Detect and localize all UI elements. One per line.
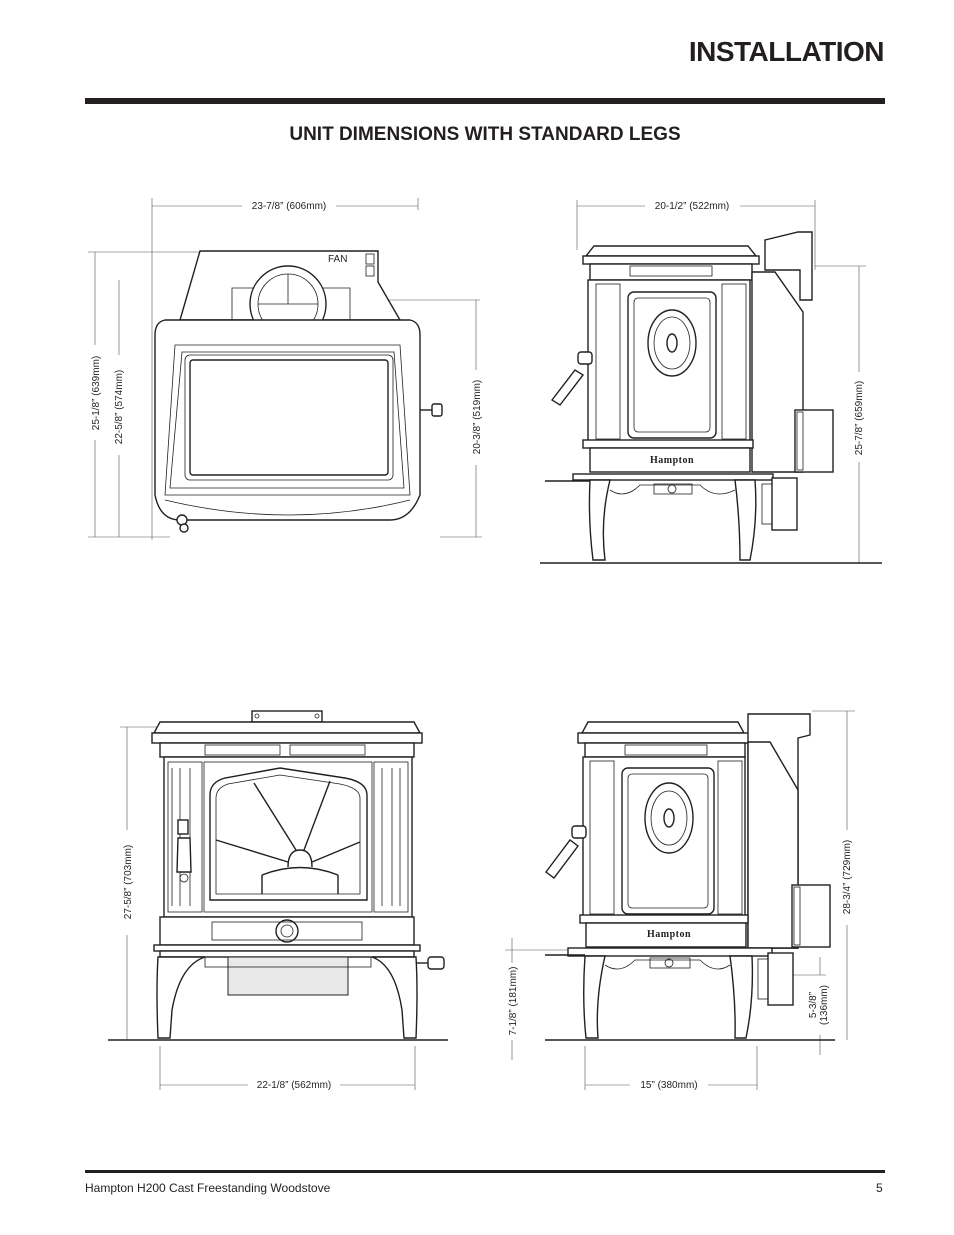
dim-side2-height: 28-3/4” (729mm) bbox=[842, 840, 853, 914]
dim-front-width: 22-1/8” (562mm) bbox=[257, 1080, 331, 1091]
dim-side2-depth: 15” (380mm) bbox=[640, 1080, 697, 1091]
fan-label: FAN bbox=[328, 254, 347, 265]
dim-top-height-inner: 22-5/8” (574mm) bbox=[114, 370, 125, 444]
dim-top-height-right: 20-3/8” (519mm) bbox=[472, 380, 483, 454]
dim-side2-flue-b: (136mm) bbox=[819, 985, 830, 1025]
dim-side1-depth: 20-1/2” (522mm) bbox=[655, 201, 729, 212]
dim-top-height-overall: 25-1/8” (639mm) bbox=[91, 356, 102, 430]
header-rule bbox=[85, 98, 885, 104]
figure-heading: UNIT DIMENSIONS WITH STANDARD LEGS bbox=[289, 124, 681, 145]
front-view-drawing: 27-5/8” (703mm) 22-1/8” (562mm) bbox=[108, 710, 448, 1091]
section-title: INSTALLATION bbox=[688, 36, 885, 67]
dim-top-width: 23-7/8” (606mm) bbox=[252, 201, 326, 212]
footer-document-name: Hampton H200 Cast Freestanding Woodstove bbox=[85, 1181, 331, 1195]
top-view-drawing: 23-7/8” (606mm) 25-1/8” (639mm) 22-5/8” … bbox=[88, 198, 483, 540]
dim-side2-leg-height: 7-1/8” (181mm) bbox=[508, 967, 519, 1036]
brand-label-2: Hampton bbox=[647, 929, 691, 940]
footer-rule bbox=[85, 1170, 885, 1173]
dim-front-height: 27-5/8” (703mm) bbox=[123, 845, 134, 919]
dim-side1-height: 25-7/8” (659mm) bbox=[854, 381, 865, 455]
dim-side2-flue-a: 5-3/8” bbox=[808, 992, 819, 1018]
side-view-drawing-2: 28-3/4” (729mm) 7-1/8” (181mm) 5-3/8” (1… bbox=[505, 710, 855, 1091]
footer-page-number: 5 bbox=[876, 1181, 883, 1195]
side-view-drawing-1: 20-1/2” (522mm) 25-7/8” (659mm) bbox=[540, 200, 882, 564]
brand-label-1: Hampton bbox=[650, 455, 694, 466]
